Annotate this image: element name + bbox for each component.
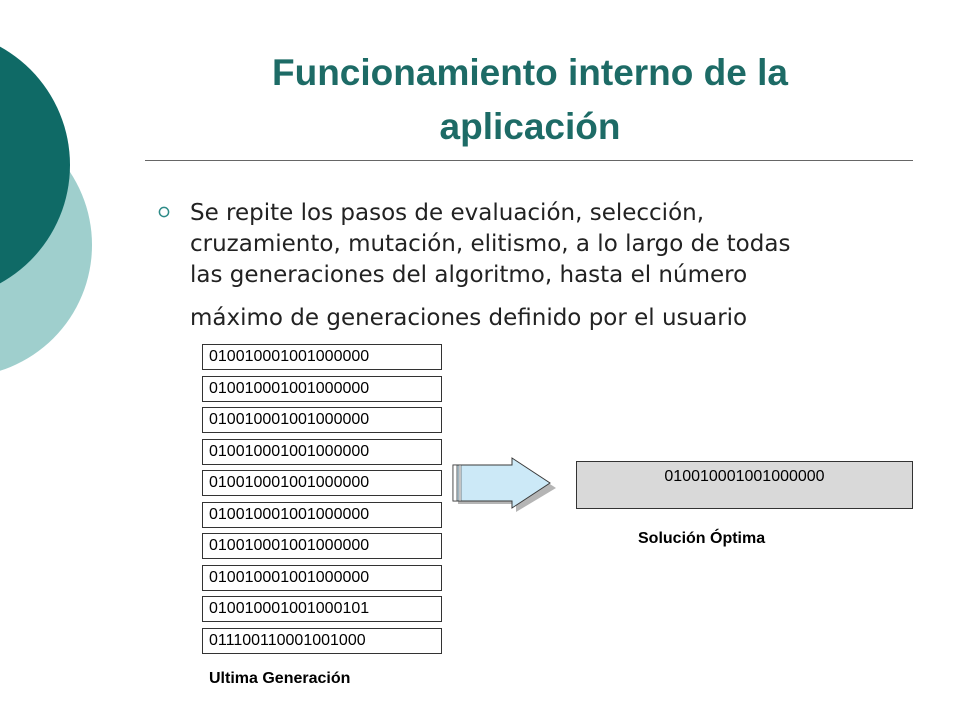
chromosome-row: 010010001001000000 [202, 407, 442, 433]
optimal-solution-box: 010010001001000000 [576, 461, 913, 509]
chromosome-row: 010010001001000000 [202, 375, 442, 402]
chromosome-row: 010010001001000000 [202, 438, 442, 465]
bullet-line-2: cruzamiento, mutación, elitismo, a lo la… [190, 231, 791, 257]
bullet-line-3: las generaciones del algoritmo, hasta el… [190, 262, 748, 288]
optimal-solution-caption: Solución Óptima [638, 530, 766, 547]
last-generation-caption: Ultima Generación [209, 670, 351, 687]
title-line-2: aplicación [439, 106, 621, 147]
decorative-circles [0, 46, 92, 371]
title-divider [145, 160, 913, 161]
bullet-paragraph: Se repite los pasos de evaluación, selec… [190, 198, 890, 334]
slide-title: Funcionamiento interno de la aplicación [150, 46, 910, 154]
chromosome-row: 010010001001000000 [202, 470, 442, 496]
last-generation-list: 010010001001000000 010010001001000000 01… [202, 344, 442, 659]
chromosome-row: 010010001001000000 [202, 564, 442, 591]
bullet-line-4: máximo de generaciones definido por el u… [190, 305, 748, 331]
chromosome-row: 011100110001001000 [202, 627, 442, 654]
chromosome-row: 010010001001000000 [202, 533, 442, 559]
chromosome-row: 010010001001000101 [202, 596, 442, 622]
chromosome-row: 010010001001000000 [202, 344, 442, 370]
bullet-ring-icon [158, 206, 170, 218]
chromosome-row: 010010001001000000 [202, 501, 442, 528]
right-arrow-icon [452, 457, 556, 512]
title-line-1: Funcionamiento interno de la [272, 52, 788, 93]
bullet-line-1: Se repite los pasos de evaluación, selec… [190, 200, 705, 226]
